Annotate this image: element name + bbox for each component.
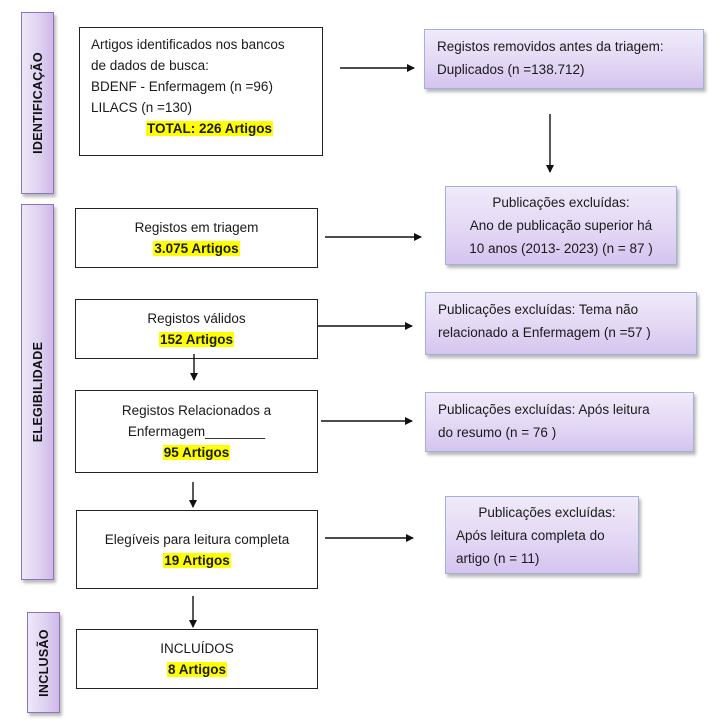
excluded-abstract-line: do resumo (n = 76 ): [438, 425, 557, 440]
nursing-line: Enfermagem________: [127, 424, 266, 439]
identified-line: BDENF - Enfermagem (n =96): [91, 79, 273, 94]
valid-label: Registos válidos: [147, 311, 246, 326]
included-box: INCLUÍDOS 8 Artigos: [76, 629, 318, 689]
excluded-fulltext-line: Publicações excluídas:: [478, 504, 616, 520]
identified-line: LILACS (n =130): [91, 100, 192, 115]
phase-inclusion: INCLUSÃO: [27, 612, 60, 713]
screening-box: Registos em triagem 3.075 Artigos: [75, 208, 318, 268]
identified-line: Artigos identificados nos bancos: [91, 37, 285, 52]
excluded-fulltext-box: Publicações excluídas: Após leitura comp…: [445, 496, 639, 574]
nursing-line: Registos Relacionados a: [121, 403, 272, 418]
excluded-year-line: Ano de publicação superior há: [469, 218, 653, 233]
nursing-count: 95 Artigos: [162, 445, 231, 460]
excluded-fulltext-line: artigo (n = 11): [456, 550, 540, 566]
identified-line: de dados de busca:: [91, 58, 209, 73]
valid-records-box: Registos válidos 152 Artigos: [75, 299, 318, 359]
excluded-year-box: Publicações excluídas: Ano de publicação…: [445, 186, 677, 265]
removed-duplicates-box: Registos removidos antes da triagem: Dup…: [424, 29, 704, 89]
nursing-records-box: Registos Relacionados a Enfermagem______…: [75, 390, 318, 473]
included-label: INCLUÍDOS: [160, 641, 234, 656]
removed-line: Duplicados (n =138.712): [437, 62, 585, 77]
excluded-fulltext-line: Após leitura completa do: [456, 527, 605, 543]
excluded-theme-line: Publicações excluídas: Tema não: [438, 302, 639, 317]
screening-label: Registos em triagem: [134, 220, 259, 235]
identified-records-box: Artigos identificados nos bancos de dado…: [79, 27, 323, 156]
eligible-records-box: Elegíveis para leitura completa 19 Artig…: [76, 510, 318, 589]
valid-count: 152 Artigos: [158, 332, 235, 347]
screening-count: 3.075 Artigos: [153, 241, 240, 256]
eligible-count: 19 Artigos: [163, 552, 231, 568]
eligible-label: Elegíveis para leitura completa: [104, 531, 290, 547]
excluded-year-line: 10 anos (2013- 2023) (n = 87 ): [469, 241, 653, 256]
phase-identification: IDENTIFICAÇÃO: [21, 12, 54, 194]
excluded-theme-line: relacionado a Enfermagem (n =57 ): [438, 325, 651, 340]
excluded-abstract-box: Publicações excluídas: Após leitura do r…: [425, 392, 694, 452]
removed-line: Registos removidos antes da triagem:: [437, 39, 664, 54]
identified-total: TOTAL: 226 Artigos: [146, 121, 274, 136]
excluded-year-line: Publicações excluídas:: [492, 195, 630, 210]
phase-eligibility: ELEGIBILIDADE: [21, 204, 54, 580]
included-count: 8 Artigos: [166, 662, 227, 677]
excluded-theme-box: Publicações excluídas: Tema não relacion…: [425, 292, 697, 355]
excluded-abstract-line: Publicações excluídas: Após leitura: [438, 402, 650, 417]
